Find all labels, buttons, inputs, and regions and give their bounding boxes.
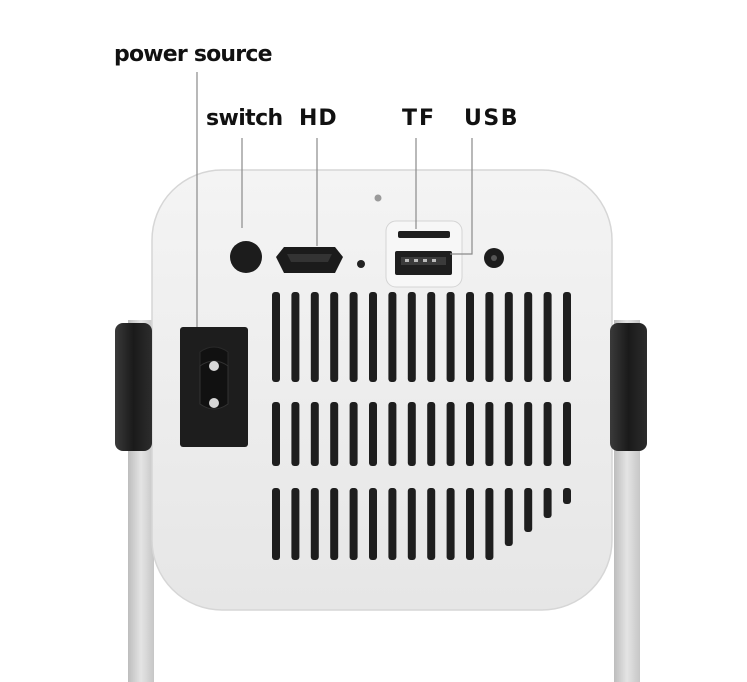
vent-slot <box>563 488 571 504</box>
vent-slot <box>330 488 339 560</box>
label-switch: switch <box>206 106 283 131</box>
vent-slot <box>446 292 455 382</box>
hdmi-port <box>276 247 343 273</box>
vent-slot <box>543 292 552 382</box>
vent-slot <box>485 292 494 382</box>
leader-usb <box>450 138 473 255</box>
vent-slot <box>272 488 280 560</box>
vent-slot <box>427 402 436 466</box>
vent-slot <box>291 402 300 466</box>
vent-slot <box>446 402 455 466</box>
ir-hole <box>357 260 365 268</box>
vent-slot <box>427 292 436 382</box>
vent-slot <box>485 402 494 466</box>
power-socket <box>180 327 248 447</box>
switch-button <box>230 241 262 273</box>
vent-slot <box>310 402 319 466</box>
vent-slot <box>524 292 533 382</box>
vent-slot <box>407 402 416 466</box>
vent-slot <box>524 488 533 532</box>
stand-knob-right <box>610 323 647 451</box>
vent-slot <box>330 292 339 382</box>
vent-slot <box>272 402 280 466</box>
vent-slot <box>543 488 552 518</box>
vent-slot <box>349 292 358 382</box>
vent-slot <box>388 292 397 382</box>
vent-slot <box>310 292 319 382</box>
tf-slot <box>398 231 450 238</box>
vent-slot <box>504 488 513 546</box>
vent-slot <box>369 402 377 466</box>
vent-slot <box>485 488 494 560</box>
vent-slot <box>446 488 455 560</box>
vent-slot <box>466 488 474 560</box>
vent-slot <box>388 402 397 466</box>
vent-slot <box>330 402 339 466</box>
vent-slot <box>349 402 358 466</box>
usb-port <box>395 251 452 275</box>
vent-slot <box>543 402 552 466</box>
stand-knob-left <box>115 323 152 451</box>
vent-slot <box>291 488 300 560</box>
vent-slot <box>504 402 513 466</box>
vent-slot <box>369 292 377 382</box>
indicator-hole <box>374 194 382 202</box>
label-usb: USB <box>464 106 519 131</box>
vent-slot <box>310 488 319 560</box>
leader-lines <box>196 72 473 327</box>
vent-slot <box>369 488 377 560</box>
vent-slot <box>466 292 474 382</box>
vent-slot <box>563 292 571 382</box>
label-power-source: power source <box>114 42 273 67</box>
vent-slot <box>407 292 416 382</box>
vent-slot <box>407 488 416 560</box>
vent-slot <box>524 402 533 466</box>
vent-slot <box>388 488 397 560</box>
vent-slot <box>563 402 571 466</box>
vent-slot <box>272 292 280 382</box>
vent-slot <box>349 488 358 560</box>
vent-grille <box>272 292 571 560</box>
label-tf: TF <box>402 106 437 131</box>
vent-slot <box>466 402 474 466</box>
vent-slot <box>504 292 513 382</box>
vent-slot <box>427 488 436 560</box>
label-hd: HD <box>299 106 338 131</box>
audio-jack <box>484 248 504 268</box>
vent-slot <box>291 292 300 382</box>
